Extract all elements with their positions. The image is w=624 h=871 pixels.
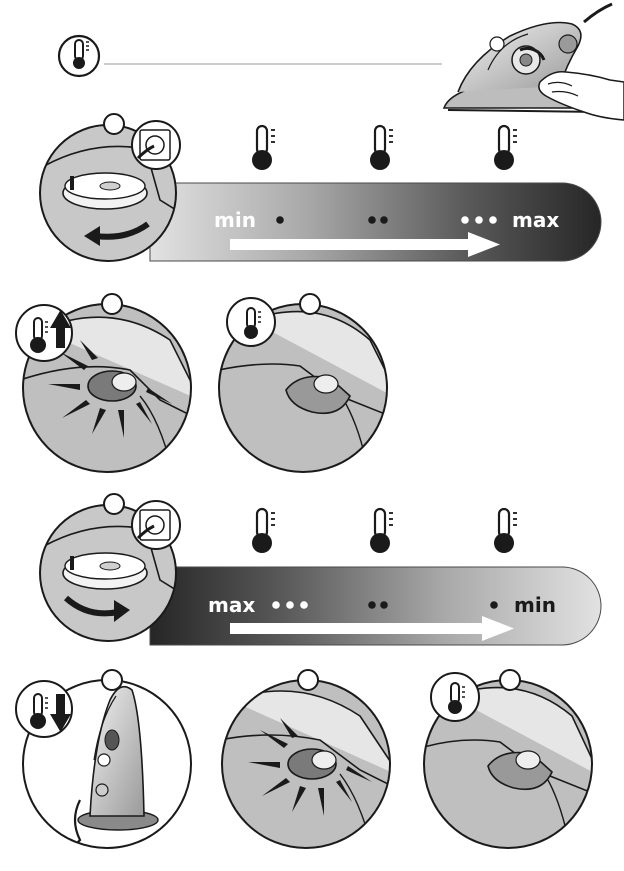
dot-group-3 <box>272 601 308 609</box>
thermometer-icon <box>252 509 275 553</box>
step-6 <box>220 670 400 860</box>
scale-left-label: max <box>208 593 255 617</box>
step-1: min max <box>40 114 601 280</box>
dot-icon <box>490 601 498 609</box>
step-4: max min <box>40 494 601 660</box>
thermometer-icon <box>494 126 517 170</box>
dot-icon <box>300 601 308 609</box>
dot-icon <box>461 216 469 224</box>
step-7 <box>420 670 600 860</box>
thermometer-icon <box>252 126 275 170</box>
thermometer-icon <box>370 509 393 553</box>
dot-icon <box>475 216 483 224</box>
scale-left-label: min <box>214 208 256 232</box>
scale-right-label: min <box>514 593 556 617</box>
thermometer-icon <box>494 509 517 553</box>
dot-icon <box>286 601 294 609</box>
dot-icon <box>368 216 376 224</box>
dot-icon <box>272 601 280 609</box>
step-2 <box>16 294 200 480</box>
thermometer-icon <box>370 126 393 170</box>
dot-icon <box>276 216 284 224</box>
scale-right-label: max <box>512 208 559 232</box>
dot-icon <box>380 601 388 609</box>
header <box>59 4 624 120</box>
dot-icon <box>380 216 388 224</box>
power-plug-icon <box>132 121 180 169</box>
power-plug-icon <box>132 501 180 549</box>
dot-icon <box>489 216 497 224</box>
iron-in-hand-illustration <box>444 4 624 120</box>
dot-icon <box>368 601 376 609</box>
step-3 <box>210 294 400 480</box>
dot-group-3 <box>461 216 497 224</box>
dot-group-1 <box>276 216 284 224</box>
dot-group-1 <box>490 601 498 609</box>
step-5 <box>16 670 191 860</box>
